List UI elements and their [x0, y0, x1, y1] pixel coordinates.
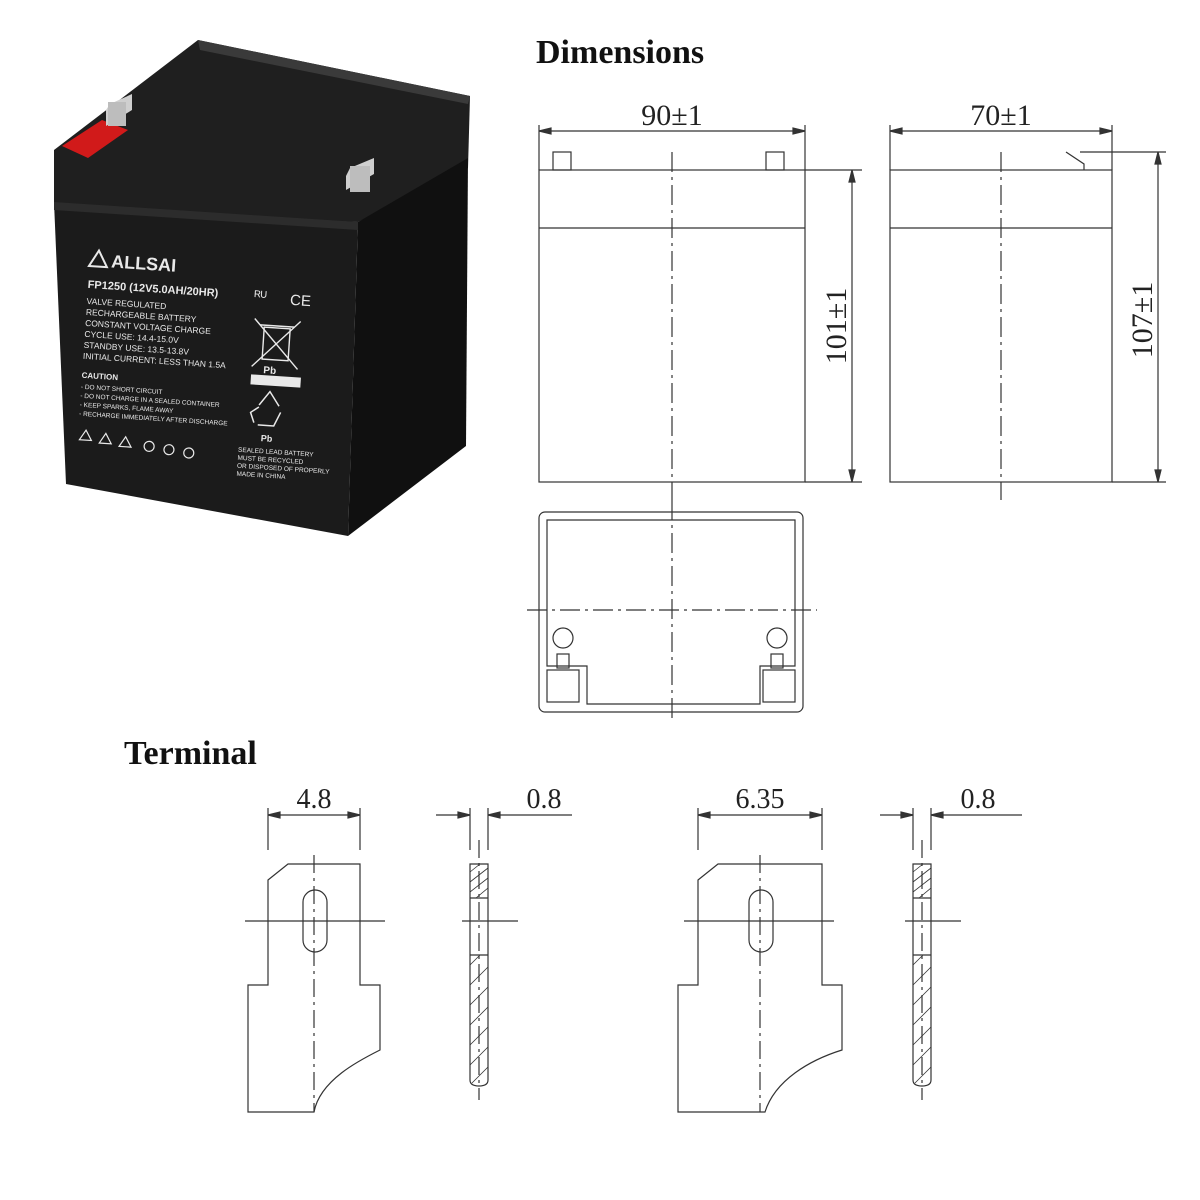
terminal-2-thickness-label: 0.8: [961, 784, 996, 815]
battery-brand: ALLSAI: [111, 251, 177, 275]
positive-terminal-cover: [62, 120, 128, 158]
caution-title: CAUTION: [81, 371, 118, 382]
wheelie-bin-icon: [251, 318, 302, 370]
front-body: [538, 169, 806, 483]
terminal-2-drawing: 6.35: [677, 784, 843, 1113]
top-terminal-right-icon: [766, 627, 788, 649]
terminal-2-side-drawing: 0.8: [880, 784, 1022, 1100]
top-terminal-left-icon: [552, 627, 574, 649]
terminal-1-drawing: 4.8: [245, 784, 385, 1113]
battery-side-face: [348, 158, 468, 536]
recycle-icon: [249, 390, 282, 427]
terminal-heading: Terminal: [124, 735, 257, 772]
front-width-label: 90±1: [641, 99, 702, 132]
ul-mark-icon: ᴿᵁ: [254, 287, 267, 304]
side-height-dimension: 107±1: [1080, 151, 1166, 483]
battery-front-face: [54, 202, 358, 536]
pb-label-2: Pb: [261, 433, 274, 444]
front-height-label: 101±1: [820, 288, 853, 364]
terminal-1-width-label: 4.8: [297, 784, 332, 815]
side-height-label: 107±1: [1126, 282, 1159, 358]
terminal-2-width-label: 6.35: [736, 784, 785, 815]
warning-symbols-icon: [78, 428, 195, 459]
dimensions-heading: Dimensions: [536, 34, 705, 71]
front-width-dimension: 90±1: [538, 99, 806, 170]
positive-terminal-icon: [106, 94, 132, 126]
front-terminal-posts: [552, 151, 785, 171]
terminal-1-side-drawing: 0.8: [436, 784, 572, 1100]
pb-label: Pb: [263, 365, 276, 377]
battery-photo: ALLSAI FP1250 (12V5.0AH/20HR) VALVE REGU…: [54, 40, 470, 536]
top-view-drawing: [527, 500, 817, 722]
negative-terminal-icon: [346, 158, 374, 192]
side-body: [889, 169, 1113, 483]
brand-logo-icon: [87, 248, 109, 269]
terminal-1-thickness-label: 0.8: [527, 784, 562, 815]
battery-recycle-line: MADE IN CHINA: [236, 471, 286, 481]
side-terminal-post: [1065, 151, 1085, 170]
front-height-dimension: 101±1: [805, 169, 862, 483]
side-width-label: 70±1: [970, 99, 1031, 132]
side-width-dimension: 70±1: [889, 99, 1113, 170]
battery-recycle-line: MUST BE RECYCLED: [237, 455, 304, 466]
ce-mark: CE: [290, 292, 312, 310]
